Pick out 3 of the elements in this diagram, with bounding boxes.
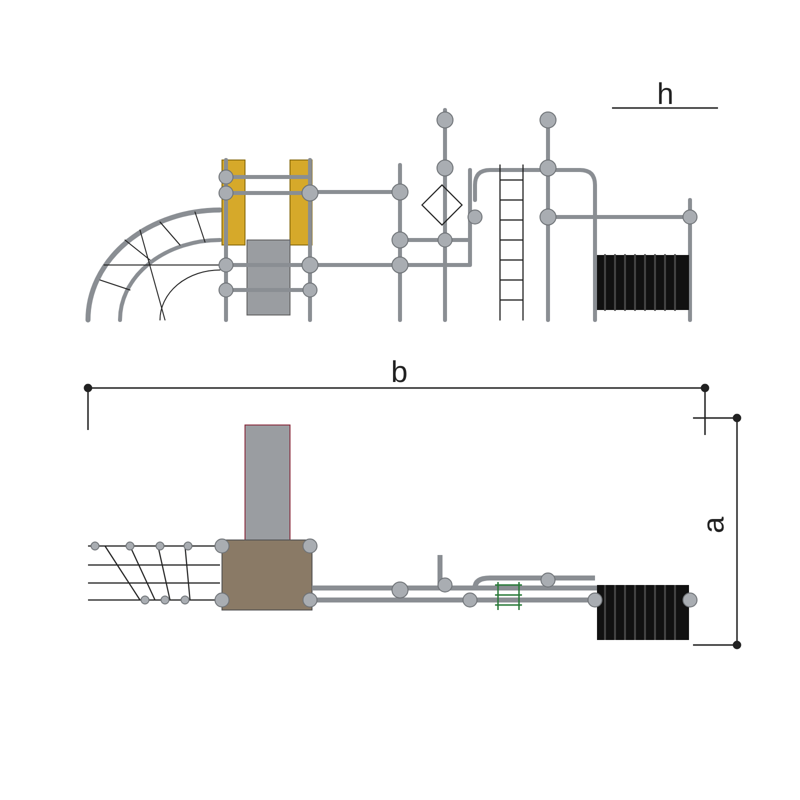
dimension-label: a: [699, 516, 730, 534]
dimension-label: h: [657, 80, 674, 110]
dimension-label: b: [391, 358, 408, 388]
